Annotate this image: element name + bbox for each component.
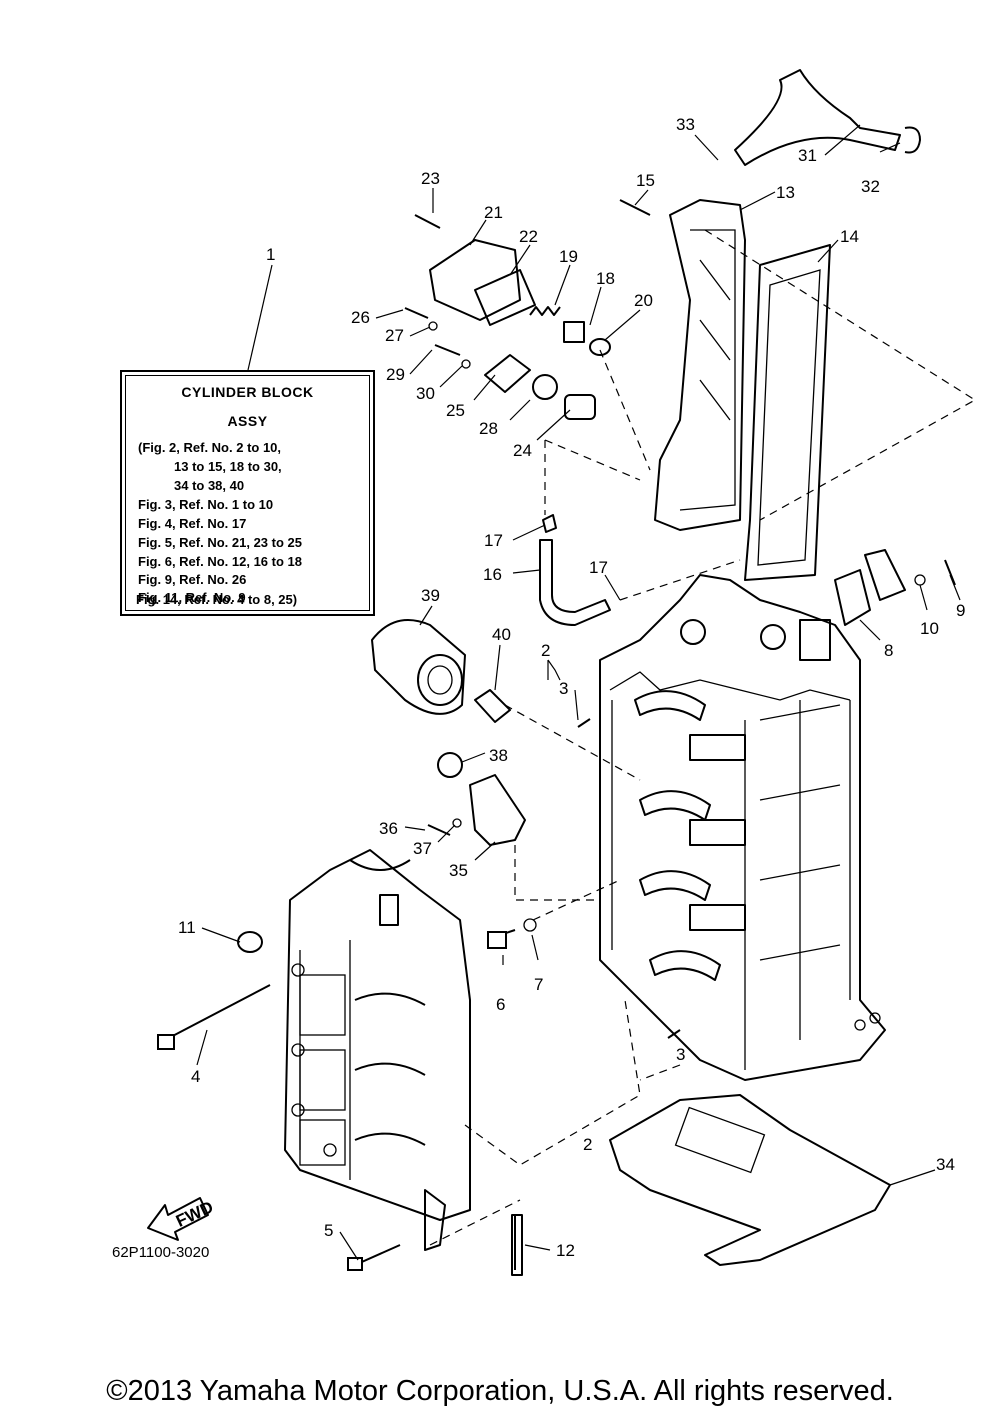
ref-19: 19 <box>559 247 578 266</box>
box-line: Fig. 9, Ref. No. 26 <box>138 572 247 587</box>
box-title-line1: CYLINDER BLOCK <box>181 384 314 400</box>
ref-1: 1 <box>266 245 275 264</box>
seal-20 <box>589 338 611 356</box>
diagram-code: 62P1100-3020 <box>112 1244 210 1261</box>
ref-37: 37 <box>413 839 432 858</box>
ref-31: 31 <box>798 146 817 165</box>
ref-11: 11 <box>178 918 196 937</box>
exhaust-gasket <box>744 244 831 581</box>
ref-34: 34 <box>936 1155 955 1174</box>
ref-13: 13 <box>776 183 795 202</box>
exhaust-cover <box>654 199 746 531</box>
ref-23: 23 <box>421 169 440 188</box>
ref-16: 16 <box>483 565 502 584</box>
ref-33: 33 <box>676 115 695 134</box>
ref-2-lower: 2 <box>583 1135 592 1154</box>
ref-38: 38 <box>489 746 508 765</box>
ref-8: 8 <box>884 641 893 660</box>
base-gasket <box>609 1094 891 1266</box>
ref-5: 5 <box>324 1221 333 1240</box>
ref-2-upper: 2 <box>541 641 550 660</box>
ref-36: 36 <box>379 819 398 838</box>
ref-numbers: 1 2 2 3 3 4 5 6 7 8 9 10 11 12 13 14 15 … <box>178 115 965 1260</box>
clip <box>542 514 557 533</box>
ref-27: 27 <box>385 326 404 345</box>
box-line: Fig. 4, Ref. No. 17 <box>138 516 247 531</box>
ref-20: 20 <box>634 291 653 310</box>
stud-12 <box>511 1214 523 1276</box>
ref-30: 30 <box>416 384 435 403</box>
ref-10: 10 <box>920 619 939 638</box>
ref-14: 14 <box>840 227 859 246</box>
ref-28: 28 <box>479 419 498 438</box>
ref-24: 24 <box>513 441 532 460</box>
ref-26: 26 <box>351 308 370 327</box>
ref-18: 18 <box>596 269 615 288</box>
box-line: Fig. 5, Ref. No. 21, 23 to 25 <box>138 535 302 550</box>
fwd-arrow: FWD <box>147 1197 216 1241</box>
washers <box>428 321 926 932</box>
plug-11 <box>237 931 263 953</box>
gasket-window <box>674 1106 766 1174</box>
dowel-pin-lower <box>667 1029 681 1039</box>
copyright-notice: ©2013 Yamaha Motor Corporation, U.S.A. A… <box>106 1375 894 1407</box>
fwd-label: FWD <box>173 1197 216 1231</box>
housing-25 <box>484 354 531 393</box>
collar-38 <box>437 752 463 778</box>
box-line: Fig. 6, Ref. No. 12, 16 to 18 <box>138 554 302 569</box>
ref-3-upper: 3 <box>559 679 568 698</box>
bolts <box>157 199 956 1271</box>
ref-9: 9 <box>956 601 965 620</box>
box-line: Fig. 3, Ref. No. 1 to 10 <box>138 497 274 512</box>
ref-15: 15 <box>636 171 655 190</box>
box-line: 13 to 15, 18 to 30, <box>174 459 282 474</box>
thermostat-cover <box>429 239 521 321</box>
hose <box>734 69 901 166</box>
hose-clamp <box>904 126 921 154</box>
ref-12: 12 <box>556 1241 575 1260</box>
cylinder-block <box>599 574 886 1081</box>
thermostat <box>563 321 585 343</box>
pipe-16 <box>539 539 611 626</box>
ref-3-lower: 3 <box>676 1045 685 1064</box>
seal-28 <box>532 374 558 400</box>
ref-35: 35 <box>449 861 468 880</box>
anode-bracket <box>864 549 906 601</box>
spring <box>529 306 561 316</box>
ref-21: 21 <box>484 203 503 222</box>
ref-17-lower: 17 <box>589 558 608 577</box>
ref-39: 39 <box>421 586 440 605</box>
ref-4: 4 <box>191 1067 200 1086</box>
crankcase <box>284 849 471 1251</box>
ref-7: 7 <box>534 975 543 994</box>
ref-32: 32 <box>861 177 880 196</box>
box-line: 34 to 38, 40 <box>174 478 245 493</box>
ref-29: 29 <box>386 365 405 384</box>
oil-filter <box>371 619 466 715</box>
ref-40: 40 <box>492 625 511 644</box>
assembly-lines <box>429 229 977 1246</box>
bracket-35 <box>469 774 526 846</box>
box-line: Fig. 14, Ref. No. 4 to 8, 25) <box>136 592 298 607</box>
dowel-pin <box>577 718 591 728</box>
assembly-info-box: CYLINDER BLOCK ASSY (Fig. 2, Ref. No. 2 … <box>120 370 375 616</box>
union-bolt <box>474 689 511 723</box>
box-line: (Fig. 2, Ref. No. 2 to 10, <box>138 440 282 455</box>
box-title-line2: ASSY <box>227 413 268 429</box>
ref-25: 25 <box>446 401 465 420</box>
leader-lines <box>196 124 961 1261</box>
anode <box>834 569 871 626</box>
plug-24 <box>564 394 596 420</box>
cover-gasket <box>474 269 536 326</box>
ref-6: 6 <box>496 995 505 1014</box>
ref-17-upper: 17 <box>484 531 503 550</box>
ref-22: 22 <box>519 227 538 246</box>
